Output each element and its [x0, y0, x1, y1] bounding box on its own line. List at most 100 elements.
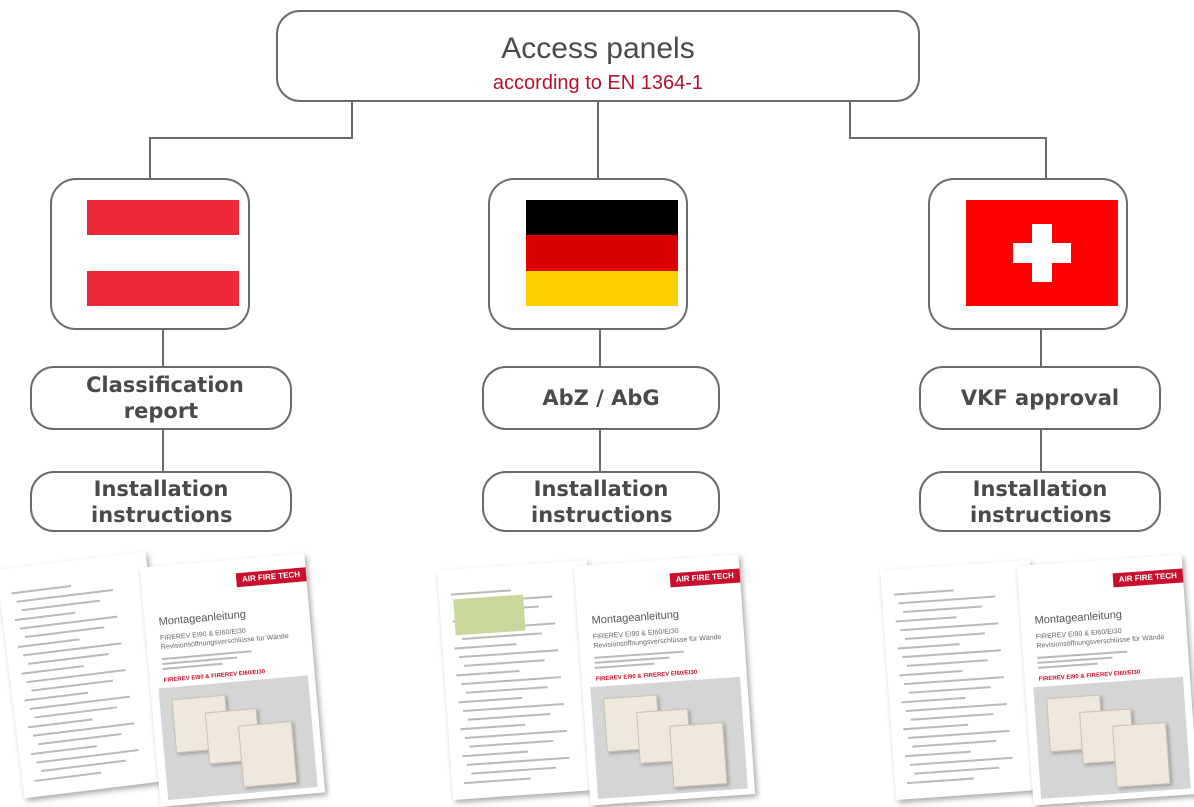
manual-title: Montageanleitung	[1034, 608, 1123, 627]
text-line	[912, 739, 997, 748]
installation-instructions-2-text: Installation instructions	[531, 476, 673, 527]
connector-root-down	[597, 102, 599, 178]
text-line	[24, 691, 89, 702]
manual-title: Montageanleitung	[158, 608, 247, 629]
text-line	[464, 729, 567, 739]
connector-right-horizontal	[849, 137, 1047, 139]
brand-logo: AIR FIRE TECH	[1112, 568, 1184, 588]
connector-root-left	[351, 102, 353, 138]
classification-report-text: Classification report	[86, 373, 244, 423]
connector-flag2-label	[599, 330, 601, 366]
text-line	[460, 723, 526, 731]
abz-abg-text: AbZ / AbG	[542, 386, 660, 410]
text-line	[469, 739, 554, 748]
text-line	[899, 670, 963, 677]
text-line	[1037, 662, 1098, 669]
text-line	[21, 599, 101, 612]
text-line	[27, 718, 93, 729]
installation-instructions-2: Installation instructions	[482, 471, 720, 532]
text-line	[458, 696, 523, 704]
connector-left-down	[149, 137, 151, 178]
vkf-approval-text: VKF approval	[960, 386, 1120, 410]
text-line	[34, 706, 118, 719]
text-line	[904, 676, 1004, 686]
text-line	[34, 771, 102, 782]
text-line	[902, 649, 1002, 659]
text-line	[905, 703, 1007, 713]
text-line	[594, 650, 685, 659]
root-node: Access panels according to EN 1364-1	[276, 10, 920, 102]
text-line	[41, 759, 126, 773]
text-line	[906, 777, 974, 785]
text-line	[1037, 650, 1128, 659]
installation-instructions-1: Installation instructions	[30, 471, 292, 532]
connector-left-horizontal	[149, 137, 353, 139]
connector-label2-install	[599, 430, 601, 471]
connector-flag1-label	[162, 330, 164, 366]
installation-instructions-3: Installation instructions	[919, 471, 1161, 532]
brand-logo: AIR FIRE TECH	[669, 568, 741, 588]
text-line	[910, 712, 994, 721]
vkf-approval-label: VKF approval	[919, 366, 1161, 430]
text-line	[461, 676, 561, 686]
text-line	[14, 611, 76, 622]
text-line	[28, 652, 109, 665]
abz-abg-label: AbZ / AbG	[482, 366, 720, 430]
text-line	[908, 686, 991, 694]
product-photo	[1033, 676, 1191, 799]
text-line	[465, 686, 548, 694]
product-photo	[158, 675, 318, 801]
text-line	[11, 585, 72, 595]
text-line	[914, 766, 1000, 775]
text-line	[893, 589, 954, 596]
installation-instructions-3-text: Installation instructions	[970, 476, 1112, 527]
flag-box-germany	[488, 178, 688, 330]
text-line	[463, 659, 545, 667]
text-line	[466, 756, 570, 766]
text-line	[895, 616, 957, 623]
panel-front	[669, 722, 728, 788]
classification-report-label: Classification report	[30, 366, 292, 430]
switzerland-flag-icon	[966, 200, 1118, 306]
text-line	[456, 670, 520, 677]
text-line	[463, 777, 531, 785]
flag-box-switzerland	[928, 178, 1128, 330]
text-line	[37, 733, 122, 746]
text-line	[898, 595, 996, 605]
text-line	[31, 745, 97, 756]
text-line	[897, 643, 960, 650]
text-line	[904, 632, 985, 640]
flag-box-austria	[50, 178, 250, 330]
text-line	[594, 662, 655, 669]
brand-logo: AIR FIRE TECH	[235, 567, 307, 588]
text-line	[31, 679, 114, 692]
text-line	[901, 696, 966, 704]
text-line	[905, 750, 972, 758]
root-title: Access panels	[501, 32, 695, 65]
panel-front	[238, 720, 298, 788]
text-line	[462, 750, 529, 758]
connector-label1-install	[162, 430, 164, 471]
product-photo	[590, 676, 748, 799]
text-line	[909, 756, 1013, 766]
connector-root-right	[849, 102, 851, 138]
connector-flag3-label	[1040, 330, 1042, 366]
text-line	[450, 589, 511, 596]
manual-title: Montageanleitung	[591, 608, 680, 627]
text-line	[900, 622, 999, 632]
text-line	[454, 643, 517, 650]
text-line	[471, 766, 557, 775]
text-line	[906, 659, 988, 667]
text-line	[467, 712, 551, 721]
panel-front	[1112, 722, 1171, 788]
austria-flag-icon	[87, 200, 239, 306]
text-line	[24, 626, 105, 639]
germany-flag-icon	[526, 200, 678, 306]
text-line	[17, 638, 80, 648]
text-line	[903, 605, 982, 614]
